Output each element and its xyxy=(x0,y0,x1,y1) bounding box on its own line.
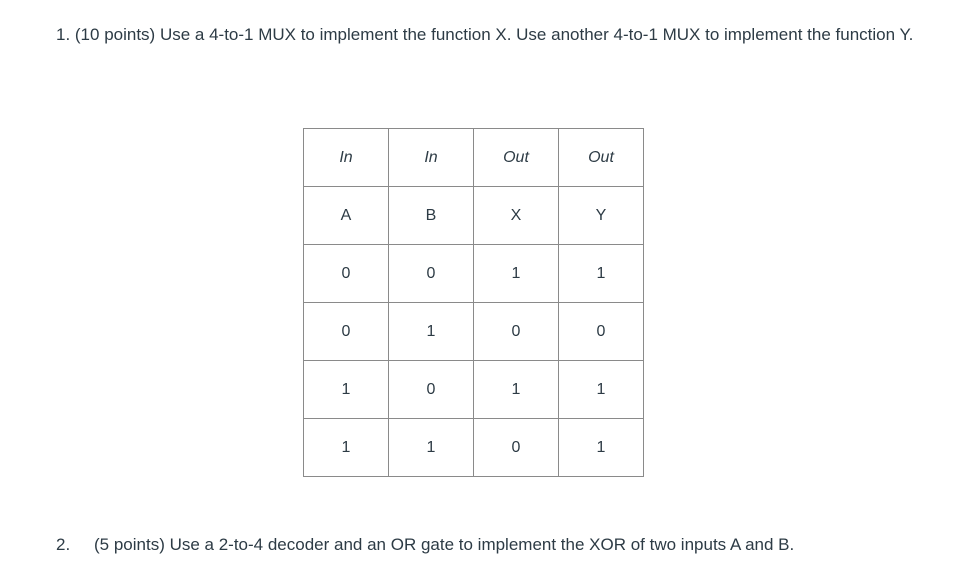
column-label-b: B xyxy=(388,186,474,245)
header-cell: In xyxy=(388,128,474,187)
table-cell: 0 xyxy=(473,418,559,477)
table-row: 0 1 0 0 xyxy=(303,302,644,361)
table-cell: 1 xyxy=(558,360,644,419)
table-cell: 0 xyxy=(388,244,474,303)
question-1-text: 1. (10 points) Use a 4-to-1 MUX to imple… xyxy=(56,25,914,44)
table-cell: 1 xyxy=(558,244,644,303)
table-row: 1 0 1 1 xyxy=(303,360,644,419)
table-cell: 0 xyxy=(388,360,474,419)
header-cell: Out xyxy=(558,128,644,187)
table-cell: 1 xyxy=(388,302,474,361)
table-cell: 0 xyxy=(558,302,644,361)
column-label-y: Y xyxy=(558,186,644,245)
table-row: 0 0 1 1 xyxy=(303,244,644,303)
table-header-row: In In Out Out xyxy=(303,128,644,187)
table-cell: 1 xyxy=(388,418,474,477)
header-cell: Out xyxy=(473,128,559,187)
table-cell: 1 xyxy=(303,418,389,477)
table-cell: 0 xyxy=(303,244,389,303)
table-cell: 0 xyxy=(303,302,389,361)
table-cell: 1 xyxy=(473,244,559,303)
table-cell: 1 xyxy=(303,360,389,419)
question-2-text: (5 points) Use a 2-to-4 decoder and an O… xyxy=(94,535,795,554)
header-cell: In xyxy=(303,128,389,187)
question-2: 2. (5 points) Use a 2-to-4 decoder and an… xyxy=(56,532,794,558)
table-label-row: A B X Y xyxy=(303,186,644,245)
table-cell: 0 xyxy=(473,302,559,361)
table-row: 1 1 0 1 xyxy=(303,418,644,477)
truth-table: In In Out Out A B X Y 0 0 1 1 0 1 0 0 1 … xyxy=(303,128,644,477)
column-label-x: X xyxy=(473,186,559,245)
column-label-a: A xyxy=(303,186,389,245)
table-cell: 1 xyxy=(558,418,644,477)
question-2-number: 2. xyxy=(56,535,71,554)
table-cell: 1 xyxy=(473,360,559,419)
